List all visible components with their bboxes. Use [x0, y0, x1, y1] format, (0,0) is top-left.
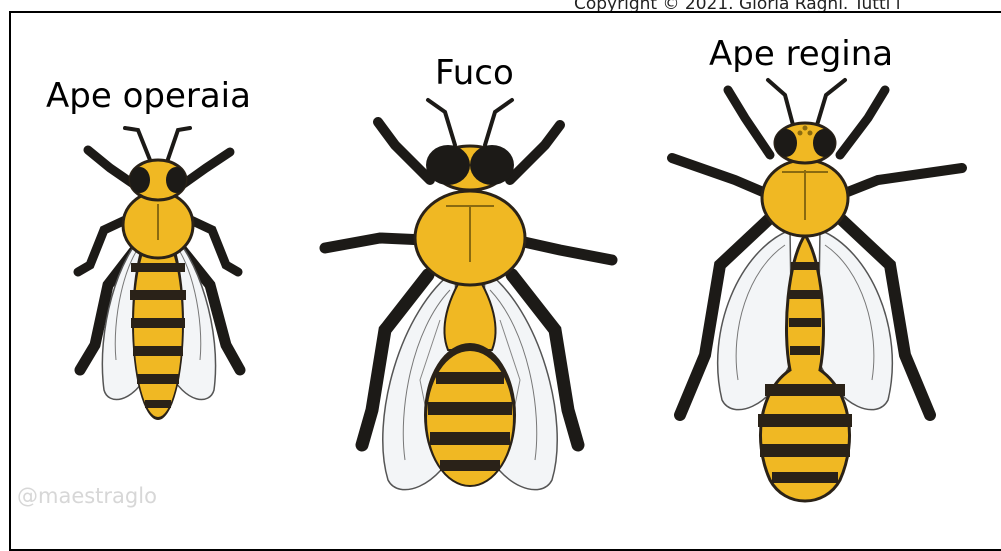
queen-bee-illustration [0, 0, 1001, 535]
watermark: @maestraglo [17, 484, 157, 508]
